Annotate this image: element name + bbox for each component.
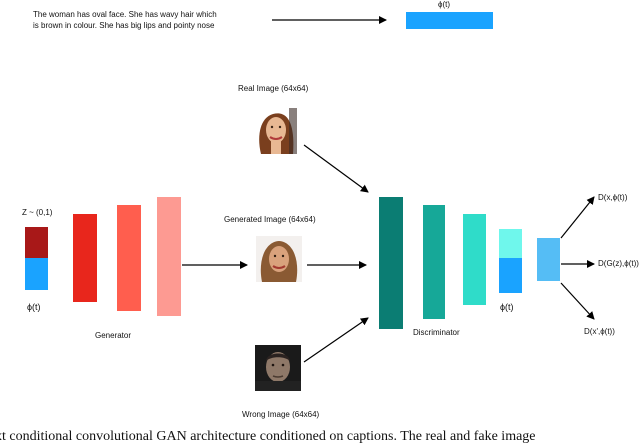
generator-layer-1 — [73, 214, 97, 302]
embedding-block-discriminator — [499, 258, 522, 293]
output-label-bottom: D(x',ϕ(t)) — [584, 327, 615, 336]
wrong-image-label: Wrong Image (64x64) — [242, 410, 320, 419]
discriminator-layer-2 — [423, 205, 445, 319]
generated-face-image — [256, 236, 302, 282]
noise-block — [25, 227, 48, 258]
output-label-top: D(x,ϕ(t)) — [598, 193, 628, 202]
text-description-line-2: is brown in colour. She has big lips and… — [33, 21, 215, 30]
generator-label: Generator — [95, 331, 132, 340]
real-face-image — [253, 108, 299, 154]
real-image-arrow — [303, 144, 369, 193]
generator-layer-3 — [157, 197, 181, 316]
discriminator-layer-1 — [379, 197, 403, 329]
output-arrow-top — [560, 196, 595, 239]
figure-caption-fragment: xt conditional convolutional GAN archite… — [0, 429, 536, 444]
discriminator-layer-3 — [463, 214, 486, 305]
discriminator-output-block — [537, 238, 560, 281]
embedding-label-top: ϕ(t) — [438, 0, 451, 9]
generator-layer-2 — [117, 205, 141, 311]
discriminator-concat-top — [499, 229, 522, 258]
embedding-label-generator: ϕ(t) — [27, 302, 41, 312]
top-embedding-bar — [406, 12, 493, 29]
embedding-block-generator — [25, 258, 48, 290]
generated-image-label: Generated Image (64x64) — [224, 215, 316, 224]
output-label-middle: D(G(z),ϕ(t)) — [598, 259, 639, 268]
text-description-line-1: The woman has oval face. She has wavy ha… — [33, 10, 217, 19]
wrong-image-arrow — [303, 317, 369, 363]
discriminator-label: Discriminator — [413, 328, 460, 337]
output-arrow-bottom — [560, 282, 595, 320]
embedding-label-discriminator: ϕ(t) — [500, 302, 514, 312]
noise-label: Z ~ (0,1) — [22, 208, 53, 217]
wrong-face-image — [255, 345, 301, 391]
real-image-label: Real Image (64x64) — [238, 84, 309, 93]
